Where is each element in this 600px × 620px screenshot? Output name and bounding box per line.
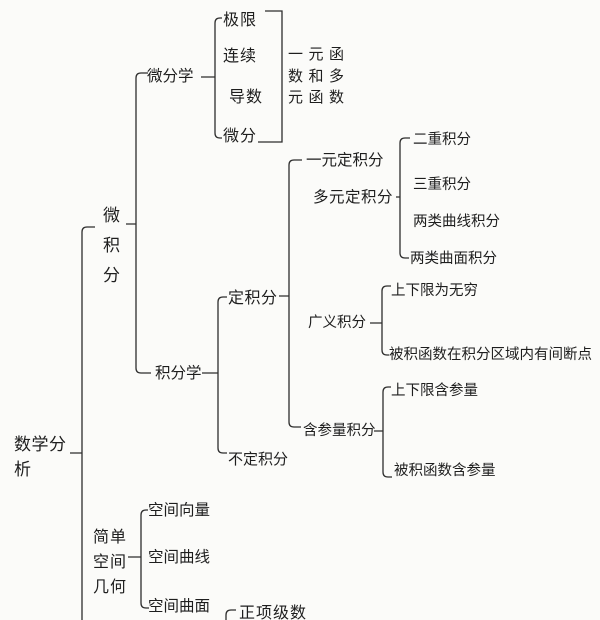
node-univariate-definite-integral: 一元定积分 xyxy=(306,152,384,169)
node-space-surface: 空间曲面 xyxy=(148,598,211,615)
bracket-integral xyxy=(202,296,227,454)
node-discontinuous-integrand: 被积函数在积分区域内有间断点 xyxy=(389,347,592,363)
node-derivative: 导数 xyxy=(229,89,264,106)
bracket-geometry xyxy=(128,509,149,609)
bracket-parametric xyxy=(374,386,392,478)
node-calculus: 微积分 xyxy=(103,206,120,285)
bracket-multivariate xyxy=(396,137,410,259)
node-parametric-limits: 上下限含参量 xyxy=(391,383,478,399)
node-improper-integral: 广义积分 xyxy=(308,315,366,331)
node-differential-calculus: 微分学 xyxy=(147,68,194,85)
node-math-analysis: 数学分析 xyxy=(14,435,67,479)
node-double-integral: 二重积分 xyxy=(413,132,471,148)
node-infinite-limits: 上下限为无穷 xyxy=(391,283,478,299)
note-function-types: 一元函数和多元函数 xyxy=(288,47,350,106)
node-surface-integrals: 两类曲面积分 xyxy=(410,251,497,267)
node-simple-space-geometry: 简单空间几何 xyxy=(93,529,128,596)
node-limit: 极限 xyxy=(223,12,258,29)
node-curve-integrals: 两类曲线积分 xyxy=(413,214,500,230)
node-parametric-integral: 含参量积分 xyxy=(303,423,376,439)
node-integral-calculus: 积分学 xyxy=(155,365,202,382)
bracket-definite xyxy=(279,159,302,428)
node-space-curve: 空间曲线 xyxy=(148,549,211,566)
bracket-improper xyxy=(370,285,391,356)
bracket-differential xyxy=(201,17,222,139)
bracket-square-right xyxy=(258,10,283,143)
node-differential: 微分 xyxy=(223,128,258,145)
bracket-series xyxy=(225,609,236,620)
node-triple-integral: 三重积分 xyxy=(413,177,471,193)
node-multivariate-definite-integral: 多元定积分 xyxy=(313,189,394,206)
node-continuity: 连续 xyxy=(223,48,258,65)
node-definite-integral: 定积分 xyxy=(228,290,278,307)
node-parametric-integrand: 被积函数含参量 xyxy=(394,463,496,479)
node-indefinite-integral: 不定积分 xyxy=(228,452,289,468)
node-positive-series: 正项级数 xyxy=(239,605,308,620)
bracket-calculus xyxy=(126,72,151,374)
bracket-math-analysis xyxy=(70,226,95,620)
node-space-vector: 空间向量 xyxy=(148,502,211,519)
